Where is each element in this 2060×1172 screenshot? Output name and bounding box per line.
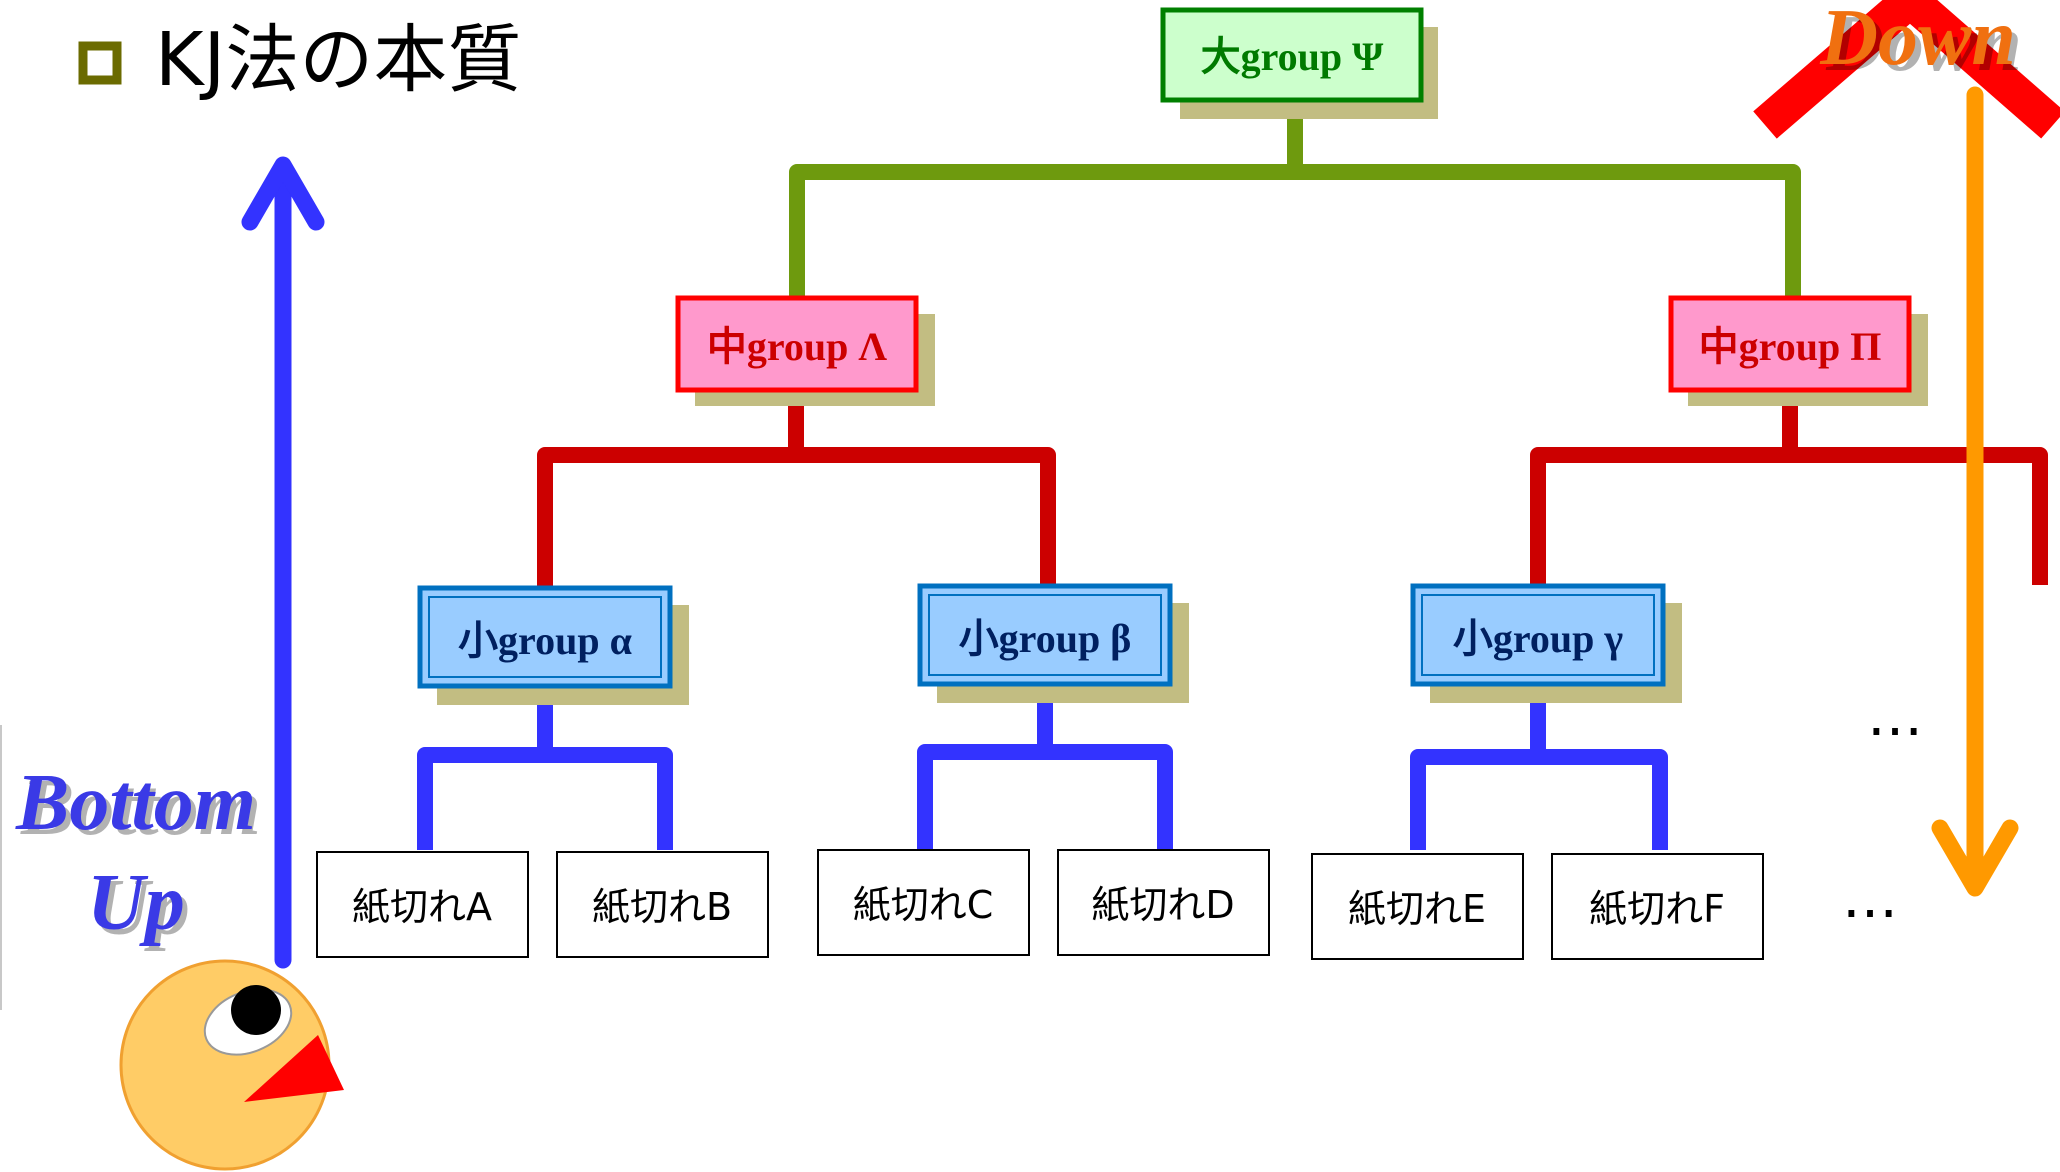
small-group-box: 小group α xyxy=(417,585,689,705)
bottom-up-line1: Bottom xyxy=(20,764,261,852)
small-group-box: 小group γ xyxy=(1410,583,1682,703)
bottom-up-line2: Up xyxy=(92,864,190,952)
top-down-arrow-icon xyxy=(1931,86,2019,897)
medium-group-label: 中group Π xyxy=(1699,324,1882,369)
large-group-label: 大group Ψ xyxy=(1201,34,1385,79)
bottom-up-line1: Bottom xyxy=(15,759,256,847)
paper-card-label: 紙切れA xyxy=(352,885,492,929)
small-group-connectors xyxy=(417,688,1668,850)
paper-card: 紙切れE xyxy=(1311,853,1524,960)
paper-card: 紙切れC xyxy=(817,849,1030,956)
paper-card-label: 紙切れF xyxy=(1589,887,1725,931)
down-text: Down xyxy=(1825,0,2022,88)
paper-card: 紙切れD xyxy=(1057,849,1270,956)
paper-card-label: 紙切れE xyxy=(1348,887,1486,931)
bottom-up-arrow-icon xyxy=(241,156,325,969)
slide-title: KJ法の本質 xyxy=(155,17,521,103)
small-group-box: 小group β xyxy=(917,583,1189,703)
paper-card-label: 紙切れB xyxy=(592,885,732,929)
ellipsis-lower: … xyxy=(1842,866,1898,931)
down-chevron-icon xyxy=(1753,0,2060,139)
large-group-box: 大group Ψ xyxy=(1160,7,1438,119)
paper-card: 紙切れB xyxy=(556,851,769,958)
paper-card-label: 紙切れD xyxy=(1091,883,1234,927)
paper-card: 紙切れA xyxy=(316,851,529,958)
ellipsis-upper: … xyxy=(1867,684,1923,749)
medium-group-box: 中group Λ xyxy=(675,295,935,406)
small-group-label: 小group β xyxy=(959,616,1132,661)
paper-card-label: 紙切れC xyxy=(853,883,994,927)
paper-card: 紙切れF xyxy=(1551,853,1764,960)
bottom-up-line2: Up xyxy=(87,859,185,947)
large-group-connectors xyxy=(789,110,1801,296)
bottom-up-label: Bottom Bottom Up Up xyxy=(15,759,261,952)
medium-group-connectors xyxy=(537,392,2048,590)
down-text: Down xyxy=(1819,0,2016,82)
medium-group-box: 中group Π xyxy=(1668,295,1928,406)
medium-group-label: 中group Λ xyxy=(707,324,888,369)
small-group-label: 小group γ xyxy=(1453,616,1624,661)
title-bullet-icon xyxy=(78,41,122,85)
small-group-label: 小group α xyxy=(458,618,632,663)
top-down-label: Down Down xyxy=(1819,0,2022,88)
bird-mascot-icon xyxy=(119,959,344,1171)
